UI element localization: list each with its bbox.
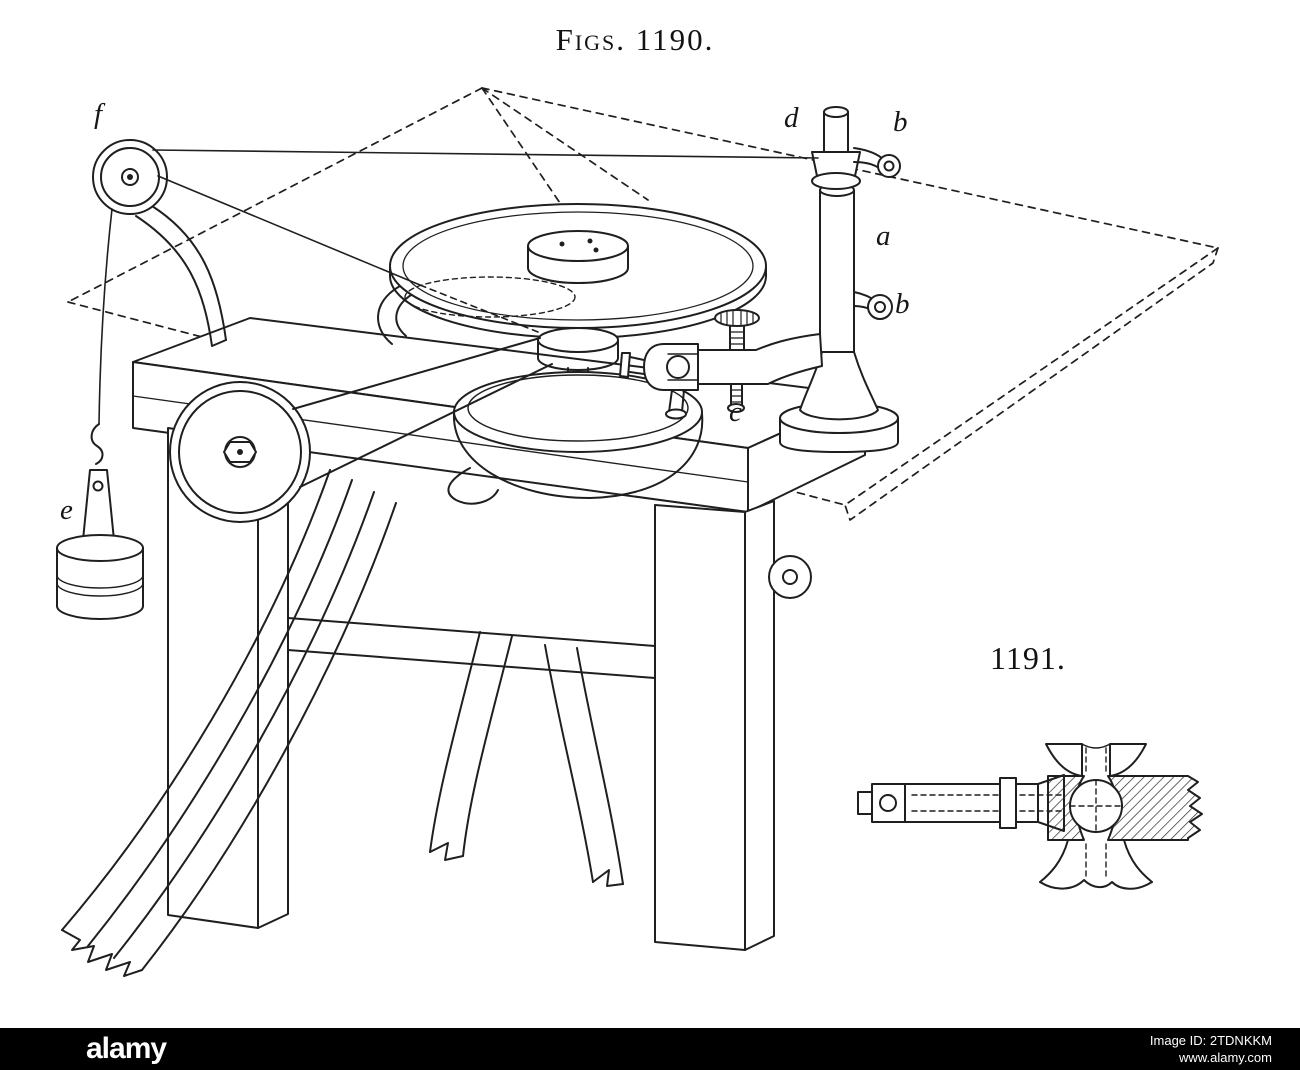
fig-1191-section bbox=[857, 743, 1203, 890]
cord-to-post bbox=[152, 149, 819, 159]
pulley-mount-arm bbox=[151, 205, 227, 341]
section-foot bbox=[1039, 839, 1069, 883]
lap-disc bbox=[389, 203, 767, 329]
bench-right-leg bbox=[654, 504, 746, 951]
cord-loop bbox=[404, 276, 576, 318]
part-label-b-lower: b bbox=[895, 288, 910, 320]
drive-flywheel bbox=[169, 381, 311, 523]
cord-to-weight bbox=[98, 208, 113, 425]
knurled-knob bbox=[714, 309, 760, 327]
post-column bbox=[819, 189, 855, 353]
floor-braces bbox=[61, 469, 624, 977]
spindle-whorl bbox=[537, 327, 619, 353]
alamy-url: www.alamy.com bbox=[1179, 1050, 1272, 1065]
part-label-f: f bbox=[94, 98, 103, 130]
alamy-logo: alamy bbox=[86, 1032, 167, 1065]
part-label-a: a bbox=[876, 220, 891, 252]
section-cup bbox=[1045, 743, 1083, 777]
engraving-figure-1190 bbox=[56, 87, 1219, 977]
image-id: Image ID: 2TDNKKM bbox=[1149, 1033, 1272, 1048]
part-label-d: d bbox=[784, 102, 799, 134]
spindle-post bbox=[619, 106, 901, 453]
figure-title: Figs. 1190. bbox=[555, 22, 715, 57]
part-label-e: e bbox=[60, 494, 73, 526]
post-bell-base bbox=[799, 351, 879, 421]
counterweight-e bbox=[56, 423, 144, 620]
figure-1191-label: 1191. bbox=[990, 640, 1066, 676]
drive-belt bbox=[292, 337, 553, 488]
part-label-b-upper: b bbox=[893, 106, 908, 138]
hanger-link bbox=[82, 469, 115, 541]
footer-meta: Image ID: 2TDNKKM www.alamy.com bbox=[1150, 1032, 1272, 1066]
pulley-f bbox=[92, 139, 819, 425]
post-arm bbox=[697, 333, 823, 385]
lap-assembly bbox=[377, 203, 767, 505]
s-hook bbox=[90, 423, 104, 465]
weight-body bbox=[56, 534, 144, 562]
watermark-bar: alamy Image ID: 2TDNKKM www.alamy.com bbox=[0, 1028, 1300, 1070]
center-boss bbox=[527, 230, 629, 262]
part-label-c: c bbox=[729, 396, 742, 428]
section-ball bbox=[1069, 779, 1123, 833]
cord-to-whorl bbox=[157, 175, 421, 286]
